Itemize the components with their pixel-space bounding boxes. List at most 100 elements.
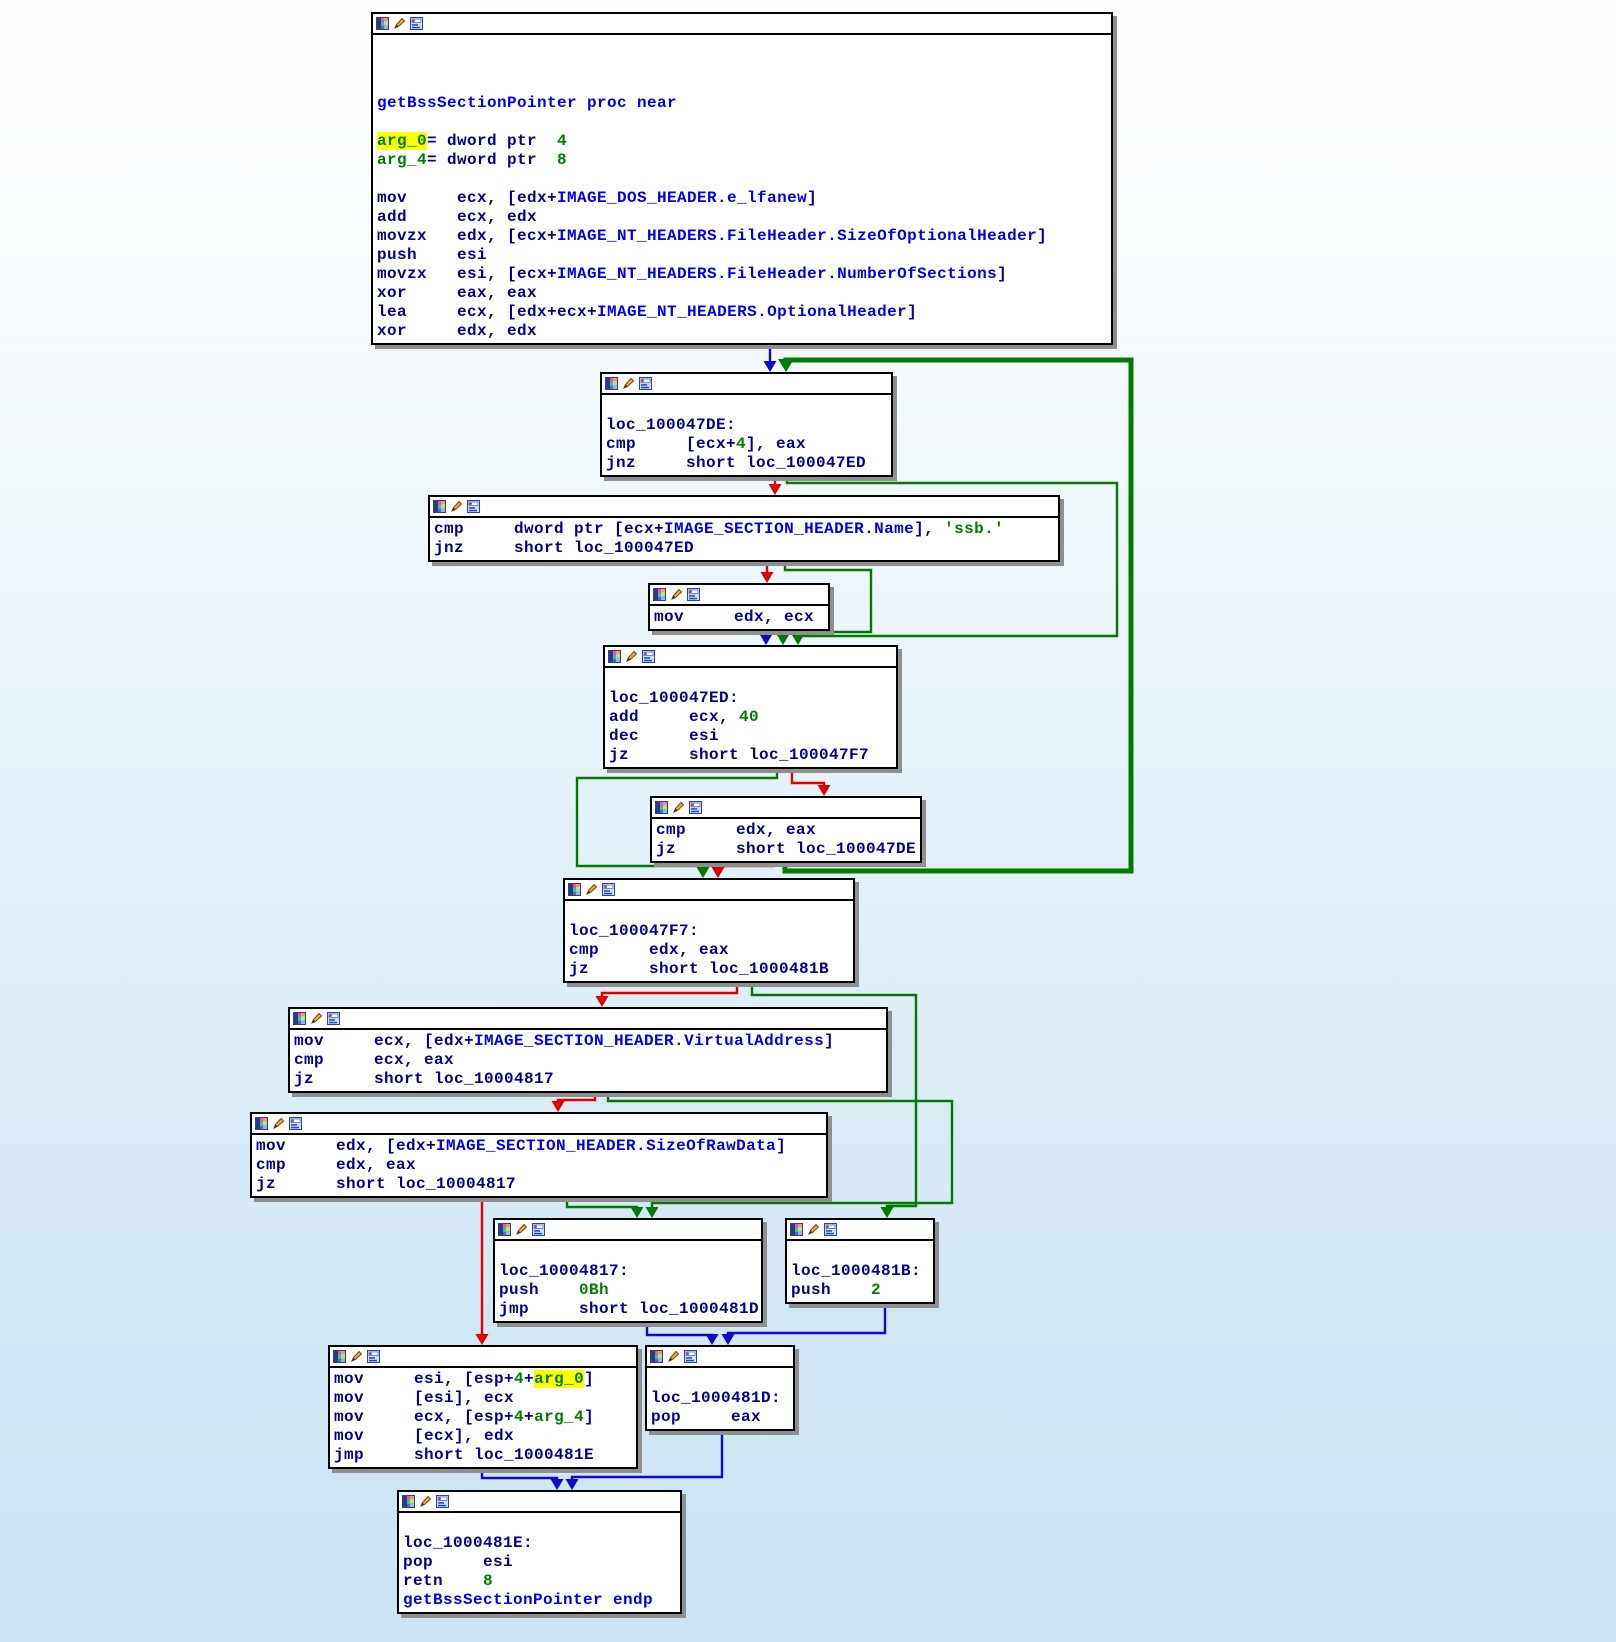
code-line[interactable]: dec esi — [609, 727, 894, 746]
node-group-icon[interactable] — [289, 1117, 302, 1130]
code-line[interactable]: cmp edx, eax — [656, 821, 918, 840]
code-line[interactable]: arg_0= dword ptr 4 — [377, 132, 1109, 151]
code-line[interactable]: pop eax — [651, 1408, 791, 1427]
code-line[interactable]: cmp dword ptr [ecx+IMAGE_SECTION_HEADER.… — [434, 520, 1056, 539]
code-line[interactable]: arg_4= dword ptr 8 — [377, 151, 1109, 170]
node-color-icon[interactable] — [433, 500, 446, 513]
code-line[interactable]: cmp edx, eax — [256, 1156, 824, 1175]
node-group-icon[interactable] — [467, 500, 480, 513]
code-line[interactable]: push esi — [377, 246, 1109, 265]
code-line[interactable] — [403, 1515, 678, 1534]
basic-block-cmp_section_name[interactable]: cmp dword ptr [ecx+IMAGE_SECTION_HEADER.… — [428, 495, 1060, 562]
node-group-icon[interactable] — [689, 801, 702, 814]
code-line[interactable]: cmp ecx, eax — [294, 1051, 884, 1070]
node-edit-icon[interactable] — [419, 1495, 432, 1508]
code-line[interactable]: jz short loc_10004817 — [294, 1070, 884, 1089]
node-group-icon[interactable] — [436, 1495, 449, 1508]
node-edit-icon[interactable] — [585, 883, 598, 896]
code-line[interactable]: jz short loc_100047F7 — [609, 746, 894, 765]
node-group-icon[interactable] — [532, 1223, 545, 1236]
node-edit-icon[interactable] — [807, 1223, 820, 1236]
node-color-icon[interactable] — [568, 883, 581, 896]
node-color-icon[interactable] — [293, 1012, 306, 1025]
node-group-icon[interactable] — [824, 1223, 837, 1236]
code-line[interactable]: mov ecx, [edx+IMAGE_DOS_HEADER.e_lfanew] — [377, 189, 1109, 208]
node-edit-icon[interactable] — [393, 17, 406, 30]
basic-block-loc_1000481D[interactable]: loc_1000481D:pop eax — [645, 1345, 795, 1431]
basic-block-check_virtual_address[interactable]: mov ecx, [edx+IMAGE_SECTION_HEADER.Virtu… — [288, 1007, 888, 1093]
code-line[interactable]: retn 8 — [403, 1572, 678, 1591]
code-line[interactable]: add ecx, edx — [377, 208, 1109, 227]
code-line[interactable]: loc_100047DE: — [606, 416, 889, 435]
node-group-icon[interactable] — [642, 650, 655, 663]
code-line[interactable]: cmp edx, eax — [569, 941, 851, 960]
node-color-icon[interactable] — [655, 801, 668, 814]
code-line[interactable]: mov [esi], ecx — [334, 1389, 634, 1408]
code-line[interactable]: jnz short loc_100047ED — [606, 454, 889, 473]
code-line[interactable] — [377, 56, 1109, 75]
code-line[interactable]: xor edx, edx — [377, 322, 1109, 341]
code-line[interactable]: mov ecx, [esp+4+arg_4] — [334, 1408, 634, 1427]
node-group-icon[interactable] — [410, 17, 423, 30]
node-edit-icon[interactable] — [625, 650, 638, 663]
code-line[interactable]: push 0Bh — [499, 1281, 759, 1300]
code-line[interactable]: mov esi, [esp+4+arg_0] — [334, 1370, 634, 1389]
code-line[interactable] — [499, 1243, 759, 1262]
code-line[interactable]: loc_1000481D: — [651, 1389, 791, 1408]
code-line[interactable]: loc_10004817: — [499, 1262, 759, 1281]
code-line[interactable]: jz short loc_1000481B — [569, 960, 851, 979]
code-line[interactable]: getBssSectionPointer endp — [403, 1591, 678, 1610]
code-line[interactable] — [569, 903, 851, 922]
node-color-icon[interactable] — [376, 17, 389, 30]
code-line[interactable]: mov ecx, [edx+IMAGE_SECTION_HEADER.Virtu… — [294, 1032, 884, 1051]
code-line[interactable]: jnz short loc_100047ED — [434, 539, 1056, 558]
node-color-icon[interactable] — [653, 588, 666, 601]
node-color-icon[interactable] — [402, 1495, 415, 1508]
code-line[interactable]: mov edx, [edx+IMAGE_SECTION_HEADER.SizeO… — [256, 1137, 824, 1156]
code-line[interactable]: loc_100047F7: — [569, 922, 851, 941]
node-group-icon[interactable] — [367, 1350, 380, 1363]
code-line[interactable]: loc_1000481E: — [403, 1534, 678, 1553]
code-line[interactable] — [377, 75, 1109, 94]
node-group-icon[interactable] — [684, 1350, 697, 1363]
code-line[interactable]: pop esi — [403, 1553, 678, 1572]
basic-block-mov_edx_ecx[interactable]: mov edx, ecx — [648, 583, 830, 631]
code-line[interactable]: jmp short loc_1000481E — [334, 1446, 634, 1465]
node-group-icon[interactable] — [687, 588, 700, 601]
code-line[interactable]: jz short loc_10004817 — [256, 1175, 824, 1194]
node-color-icon[interactable] — [650, 1350, 663, 1363]
code-line[interactable] — [791, 1243, 931, 1262]
code-line[interactable]: loc_100047ED: — [609, 689, 894, 708]
code-line[interactable]: cmp [ecx+4], eax — [606, 435, 889, 454]
node-color-icon[interactable] — [333, 1350, 346, 1363]
node-edit-icon[interactable] — [450, 500, 463, 513]
code-line[interactable]: lea ecx, [edx+ecx+IMAGE_NT_HEADERS.Optio… — [377, 303, 1109, 322]
node-edit-icon[interactable] — [622, 377, 635, 390]
node-color-icon[interactable] — [255, 1117, 268, 1130]
node-color-icon[interactable] — [608, 650, 621, 663]
code-line[interactable] — [651, 1370, 791, 1389]
code-line[interactable]: jz short loc_100047DE — [656, 840, 918, 859]
node-edit-icon[interactable] — [667, 1350, 680, 1363]
node-group-icon[interactable] — [602, 883, 615, 896]
node-edit-icon[interactable] — [515, 1223, 528, 1236]
code-line[interactable]: loc_1000481B: — [791, 1262, 931, 1281]
basic-block-entry[interactable]: getBssSectionPointer proc near arg_0= dw… — [371, 12, 1113, 345]
node-edit-icon[interactable] — [350, 1350, 363, 1363]
code-line[interactable] — [377, 37, 1109, 56]
node-edit-icon[interactable] — [272, 1117, 285, 1130]
node-edit-icon[interactable] — [310, 1012, 323, 1025]
node-group-icon[interactable] — [327, 1012, 340, 1025]
node-edit-icon[interactable] — [672, 801, 685, 814]
code-line[interactable]: push 2 — [791, 1281, 931, 1300]
basic-block-check_size_of_raw_data[interactable]: mov edx, [edx+IMAGE_SECTION_HEADER.SizeO… — [250, 1112, 828, 1198]
code-line[interactable]: xor eax, eax — [377, 284, 1109, 303]
node-color-icon[interactable] — [605, 377, 618, 390]
